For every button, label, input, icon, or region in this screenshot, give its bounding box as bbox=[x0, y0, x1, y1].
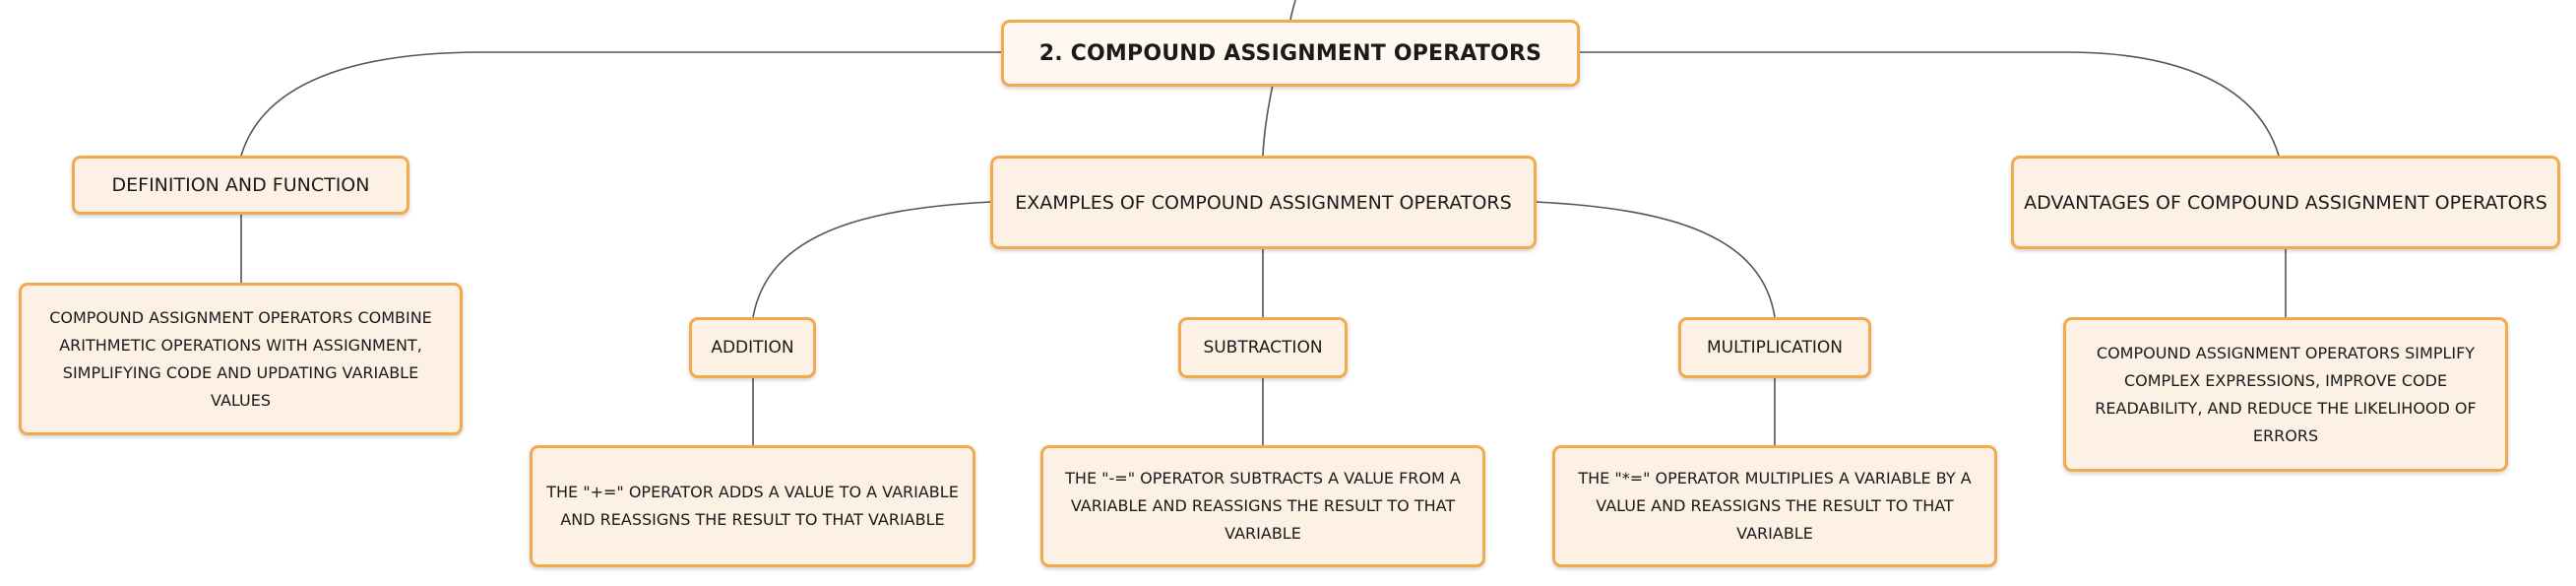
multiplication-detail-text: THE "*=" OPERATOR MULTIPLIES A VARIABLE … bbox=[1578, 469, 1972, 543]
examples-node[interactable]: EXAMPLES OF COMPOUND ASSIGNMENT OPERATOR… bbox=[990, 156, 1537, 249]
connector-examples-multiplication bbox=[1535, 201, 1776, 318]
definition-node[interactable]: DEFINITION AND FUNCTION bbox=[72, 156, 409, 215]
subtraction-node-label: SUBTRACTION bbox=[1203, 338, 1323, 358]
subtraction-node[interactable]: SUBTRACTION bbox=[1178, 317, 1348, 378]
connector-examples-addition bbox=[752, 201, 992, 318]
multiplication-detail-node[interactable]: THE "*=" OPERATOR MULTIPLIES A VARIABLE … bbox=[1552, 445, 1997, 567]
advantages-node[interactable]: ADVANTAGES OF COMPOUND ASSIGNMENT OPERAT… bbox=[2011, 156, 2560, 249]
examples-node-label: EXAMPLES OF COMPOUND ASSIGNMENT OPERATOR… bbox=[1015, 191, 1512, 214]
root-node[interactable]: 2. COMPOUND ASSIGNMENT OPERATORS bbox=[1001, 20, 1580, 87]
connector-parent bbox=[1289, 0, 1296, 21]
definition-detail-node[interactable]: COMPOUND ASSIGNMENT OPERATORS COMBINE AR… bbox=[19, 283, 463, 435]
root-node-label: 2. COMPOUND ASSIGNMENT OPERATORS bbox=[1038, 40, 1542, 66]
advantages-detail-node[interactable]: COMPOUND ASSIGNMENT OPERATORS SIMPLIFY C… bbox=[2063, 317, 2508, 472]
advantages-detail-text: COMPOUND ASSIGNMENT OPERATORS SIMPLIFY C… bbox=[2095, 343, 2477, 445]
connector-root-advantages bbox=[1575, 51, 2280, 157]
subtraction-detail-node[interactable]: THE "-=" OPERATOR SUBTRACTS A VALUE FROM… bbox=[1040, 445, 1485, 567]
multiplication-node[interactable]: MULTIPLICATION bbox=[1678, 317, 1871, 378]
addition-node[interactable]: ADDITION bbox=[689, 317, 816, 378]
connector-root-definition bbox=[240, 51, 1001, 157]
addition-node-label: ADDITION bbox=[711, 338, 794, 358]
definition-node-label: DEFINITION AND FUNCTION bbox=[111, 174, 370, 196]
subtraction-detail-text: THE "-=" OPERATOR SUBTRACTS A VALUE FROM… bbox=[1065, 469, 1461, 543]
advantages-node-label: ADVANTAGES OF COMPOUND ASSIGNMENT OPERAT… bbox=[2024, 191, 2547, 214]
connector-root-examples bbox=[1262, 84, 1274, 157]
multiplication-node-label: MULTIPLICATION bbox=[1706, 338, 1844, 358]
addition-detail-node[interactable]: THE "+=" OPERATOR ADDS A VALUE TO A VARI… bbox=[530, 445, 975, 567]
addition-detail-text: THE "+=" OPERATOR ADDS A VALUE TO A VARI… bbox=[546, 483, 959, 529]
definition-detail-text: COMPOUND ASSIGNMENT OPERATORS COMBINE AR… bbox=[49, 307, 432, 410]
